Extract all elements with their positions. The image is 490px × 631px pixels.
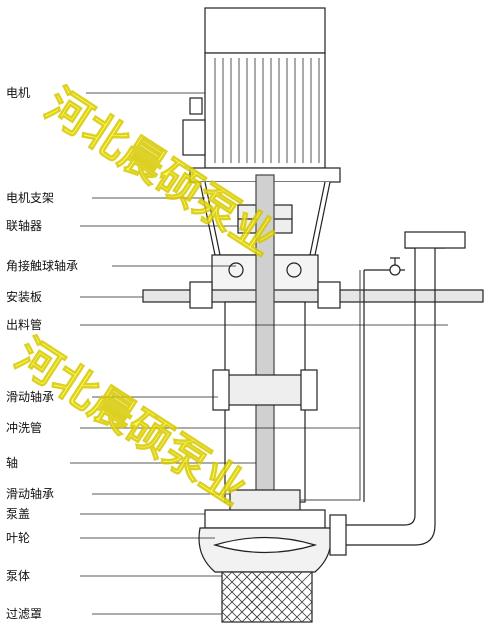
pump-cover xyxy=(204,509,326,529)
label-pump-cover: 泵盖 xyxy=(6,507,31,521)
discharge-pipe xyxy=(330,247,445,546)
terminal-box xyxy=(182,119,206,156)
motor-body xyxy=(204,52,326,169)
motor-top xyxy=(204,7,326,54)
label-motor-support: 电机支架 xyxy=(6,191,55,205)
label-angular-bearing: 角接触球轴承 xyxy=(6,259,79,273)
label-impeller: 叶轮 xyxy=(6,531,31,545)
sleeve-bearing-upper xyxy=(217,374,313,406)
discharge-flange xyxy=(404,231,466,249)
sleeve-bearing-lower xyxy=(229,489,301,513)
label-sleeve-bearing-upper: 滑动轴承 xyxy=(6,390,55,404)
leader-lines xyxy=(70,92,448,615)
label-flush-pipe: 冲洗管 xyxy=(6,421,43,435)
label-shaft: 轴 xyxy=(6,456,19,470)
label-coupling: 联轴器 xyxy=(6,219,43,233)
label-sleeve-bearing-lower: 滑动轴承 xyxy=(6,487,55,501)
label-motor: 电机 xyxy=(6,86,31,100)
label-mounting-plate: 安装板 xyxy=(6,290,43,304)
impeller xyxy=(212,536,318,554)
label-filter-screen: 过滤罩 xyxy=(6,607,43,621)
label-pump-casing: 泵体 xyxy=(6,569,31,583)
valve xyxy=(389,264,401,276)
label-discharge-pipe: 出料管 xyxy=(6,318,43,332)
mounting-plate xyxy=(142,289,484,303)
flush-pipe xyxy=(300,270,361,501)
